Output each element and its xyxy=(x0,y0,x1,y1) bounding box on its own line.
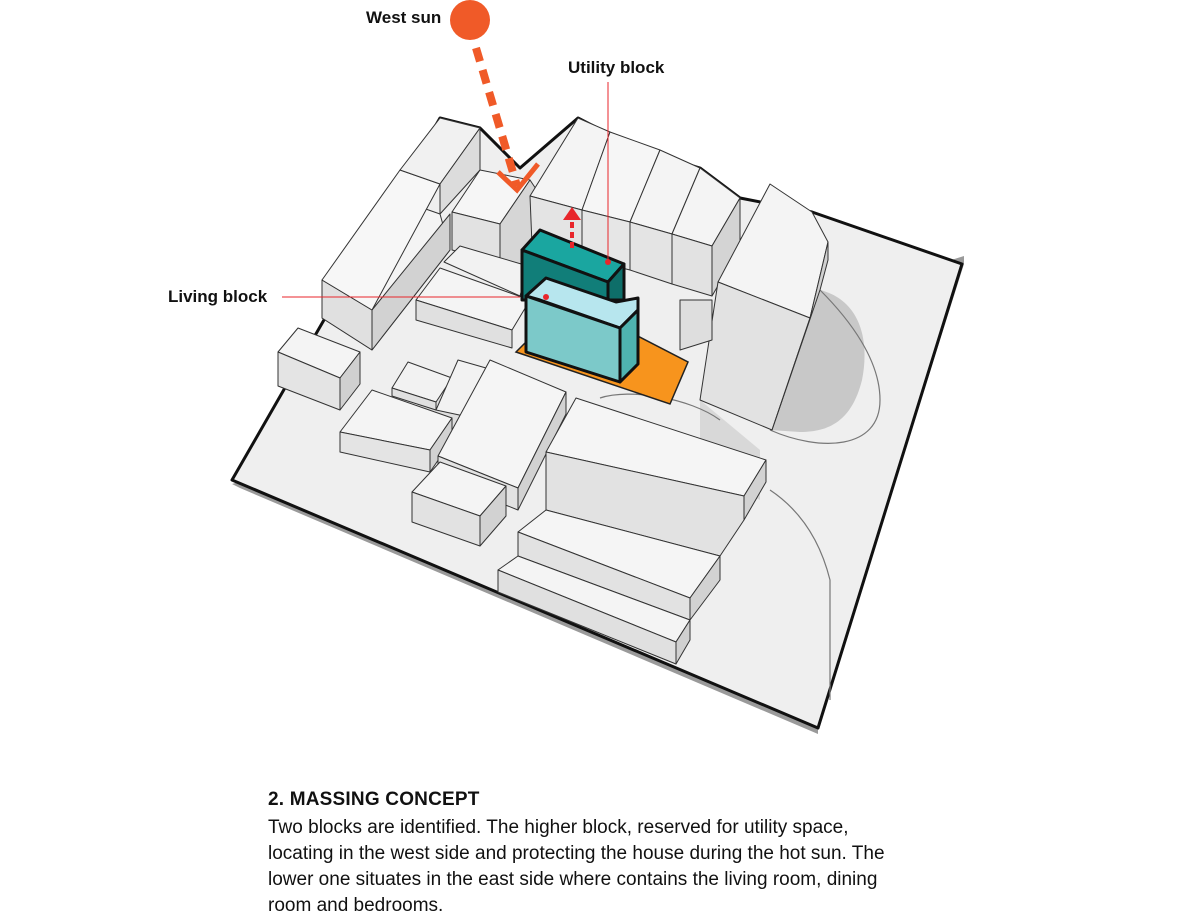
massing-diagram xyxy=(230,0,964,734)
utility-leader-dot xyxy=(605,259,611,265)
central-low-buildings xyxy=(415,245,713,351)
leader-lines xyxy=(282,82,609,298)
caption-title: 2. MASSING CONCEPT xyxy=(268,789,480,810)
up-arrow-head xyxy=(563,207,581,220)
utility-block-label: Utility block xyxy=(568,58,665,77)
east-tall-building xyxy=(699,183,829,431)
west-sun-label: West sun xyxy=(366,8,442,27)
living-block xyxy=(524,276,640,384)
southeast-buildings xyxy=(497,397,767,665)
southwest-buildings xyxy=(277,327,487,473)
sun-ray-arrowhead xyxy=(496,162,540,194)
living-leader-dot xyxy=(543,294,549,300)
south-middle-buildings xyxy=(411,359,567,547)
sun-icon xyxy=(450,0,490,40)
caption-body: Two blocks are identified. The higher bl… xyxy=(268,817,885,916)
sun-ray-arrow xyxy=(472,46,521,188)
living-block-label: Living block xyxy=(168,287,268,306)
